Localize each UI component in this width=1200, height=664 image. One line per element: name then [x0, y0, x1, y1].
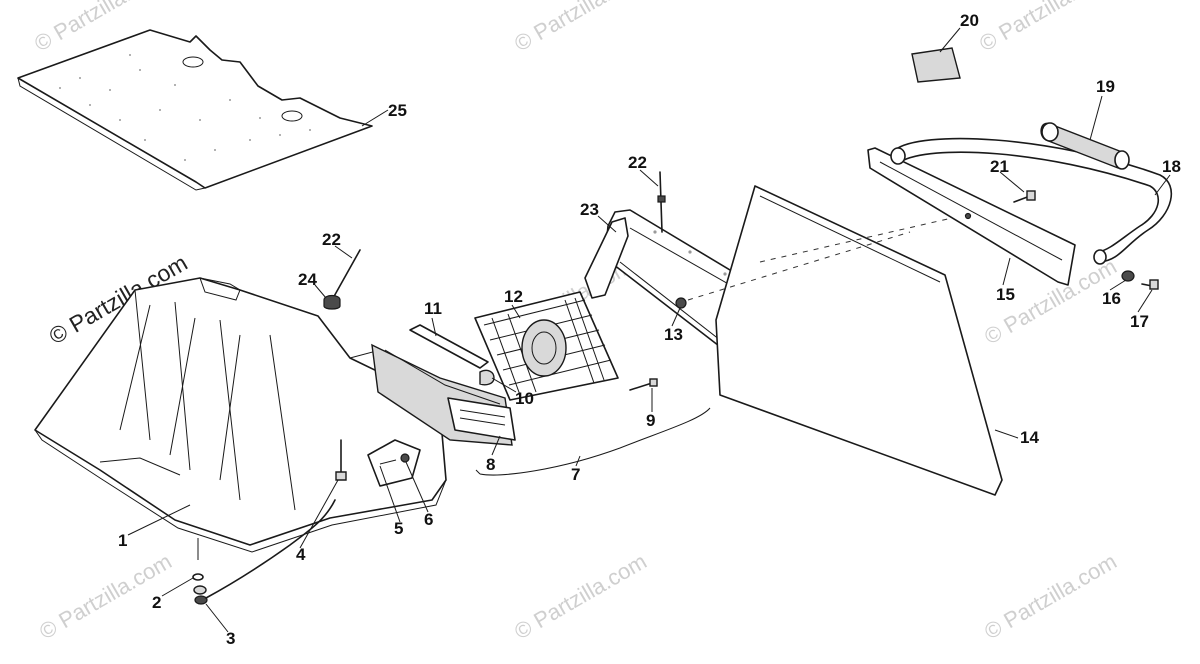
callout-20: 20	[960, 11, 979, 30]
leader-lines	[127, 27, 1171, 633]
part-latch-5-6	[367, 439, 421, 487]
watermark-br: © Partzilla.com	[980, 549, 1121, 645]
callout-2: 2	[152, 593, 161, 612]
callout-1: 1	[118, 531, 127, 550]
callout-21: 21	[990, 157, 1009, 176]
callout-14: 14	[1020, 428, 1039, 447]
part-bumper	[890, 137, 1173, 265]
callout-23: 23	[580, 200, 599, 219]
part-taillight-assembly	[371, 291, 619, 446]
part-back-panel	[715, 185, 1003, 496]
part-decal	[911, 47, 961, 83]
callout-9: 9	[646, 411, 655, 430]
callout-3: 3	[226, 629, 235, 648]
part-pin-4	[335, 439, 347, 481]
part-bumper-bracket	[867, 147, 1076, 286]
callout-18: 18	[1162, 157, 1181, 176]
part-grip	[1040, 122, 1130, 170]
callout-24: 24	[298, 270, 317, 289]
watermark-bc: © Partzilla.com	[510, 549, 651, 645]
callout-17: 17	[1130, 312, 1149, 331]
callout-7: 7	[571, 465, 580, 484]
group-line-7	[479, 407, 711, 476]
part-antenna-22-24	[323, 249, 361, 310]
part-bolt-21	[1013, 190, 1036, 203]
part-antenna-22b	[657, 171, 666, 233]
callout-6: 6	[424, 510, 433, 529]
callout-8: 8	[486, 455, 495, 474]
callout-15: 15	[996, 285, 1015, 304]
alignment-lines	[687, 214, 966, 301]
callout-12: 12	[504, 287, 523, 306]
callout-16: 16	[1102, 289, 1121, 308]
callout-19: 19	[1096, 77, 1115, 96]
callout-22-left: 22	[322, 230, 341, 249]
callout-11: 11	[424, 299, 442, 318]
part-nut-13	[675, 297, 687, 309]
part-washer-bolt-16-17	[1121, 270, 1159, 290]
callout-10: 10	[515, 389, 534, 408]
callout-4: 4	[296, 545, 306, 564]
callout-13: 13	[664, 325, 683, 344]
callout-5: 5	[394, 519, 403, 538]
part-floor-mat	[17, 29, 373, 191]
callout-25: 25	[388, 101, 407, 120]
part-stud-2-3	[192, 499, 336, 605]
part-screw-9	[629, 378, 658, 391]
watermark-tr: © Partzilla.com	[975, 0, 1116, 56]
watermark-tc: © Partzilla.com	[510, 0, 651, 56]
callout-labels: 1 2 3 4 5 6 7 8 9 10 11 12 13 14 15 16 1…	[118, 11, 1181, 648]
callout-22-upper: 22	[628, 153, 647, 172]
